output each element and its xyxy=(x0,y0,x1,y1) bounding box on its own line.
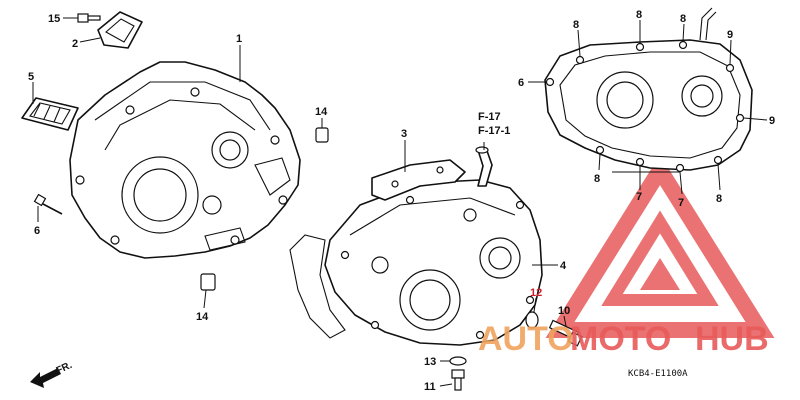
callout-9-a: 9 xyxy=(727,29,733,41)
callout-5: 5 xyxy=(28,71,34,83)
callout-14-bottom: 14 xyxy=(196,311,209,323)
washer-13 xyxy=(449,356,467,366)
drain-bolt-11 xyxy=(451,369,465,391)
callout-12: 12 xyxy=(530,287,542,299)
callout-10: 10 xyxy=(558,305,570,317)
callout-13: 13 xyxy=(424,356,436,368)
callout-6-right: 6 xyxy=(518,77,524,89)
dowel-pin-14-top xyxy=(315,127,329,143)
bolt-15 xyxy=(77,13,101,23)
breather-tube xyxy=(475,146,493,187)
callout-2: 2 xyxy=(72,38,78,50)
watermark-part-2: MOTO xyxy=(570,320,671,358)
callout-6-left: 6 xyxy=(34,225,40,237)
oil-strainer-screen xyxy=(21,97,79,131)
right-cover-gasket xyxy=(544,39,753,173)
seal-12 xyxy=(525,311,539,329)
breather-cover xyxy=(97,11,143,49)
callout-8-top: 8 xyxy=(680,13,686,25)
callout-15: 15 xyxy=(48,13,60,25)
bolt-6-left xyxy=(33,193,63,215)
crankcase-gasket xyxy=(289,234,346,339)
callout-9-b: 9 xyxy=(769,115,775,127)
watermark-text: AUTO MOTO HUB xyxy=(478,320,769,358)
figure-code: KCB4-E1100A xyxy=(628,369,688,379)
callout-7-a: 7 xyxy=(636,191,642,203)
front-label: FR. xyxy=(55,360,74,377)
callout-8-a: 8 xyxy=(573,19,579,31)
dowel-pin-14-bottom xyxy=(200,273,216,291)
callout-8-d: 8 xyxy=(716,193,722,205)
front-direction-indicator: FR. xyxy=(30,360,74,388)
callout-11: 11 xyxy=(424,381,436,393)
callout-8-b: 8 xyxy=(636,9,642,21)
bolt-10 xyxy=(548,319,583,347)
callout-3: 3 xyxy=(401,128,407,140)
watermark-part-3: HUB xyxy=(695,320,769,358)
oil-pipe-right xyxy=(699,7,717,41)
leader-lines xyxy=(32,17,768,387)
callout-8-c: 8 xyxy=(594,173,600,185)
callout-f17: F-17 xyxy=(478,111,501,123)
left-crankcase-half xyxy=(69,61,301,259)
callout-7-b: 7 xyxy=(678,197,684,209)
watermark-part-1: AUTO xyxy=(478,320,574,358)
callout-14-top: 14 xyxy=(315,106,328,118)
callout-1: 1 xyxy=(236,33,242,45)
callout-f17-1: F-17-1 xyxy=(478,125,510,137)
right-crankcase-half xyxy=(324,179,543,346)
watermark-logo xyxy=(545,154,775,338)
callouts: 15 2 1 5 6 14 14 3 F-17 F-17-1 4 12 10 1… xyxy=(28,9,775,393)
front-arrow-icon xyxy=(30,368,61,388)
callout-4: 4 xyxy=(560,260,567,272)
guide-plate-3 xyxy=(371,159,466,201)
